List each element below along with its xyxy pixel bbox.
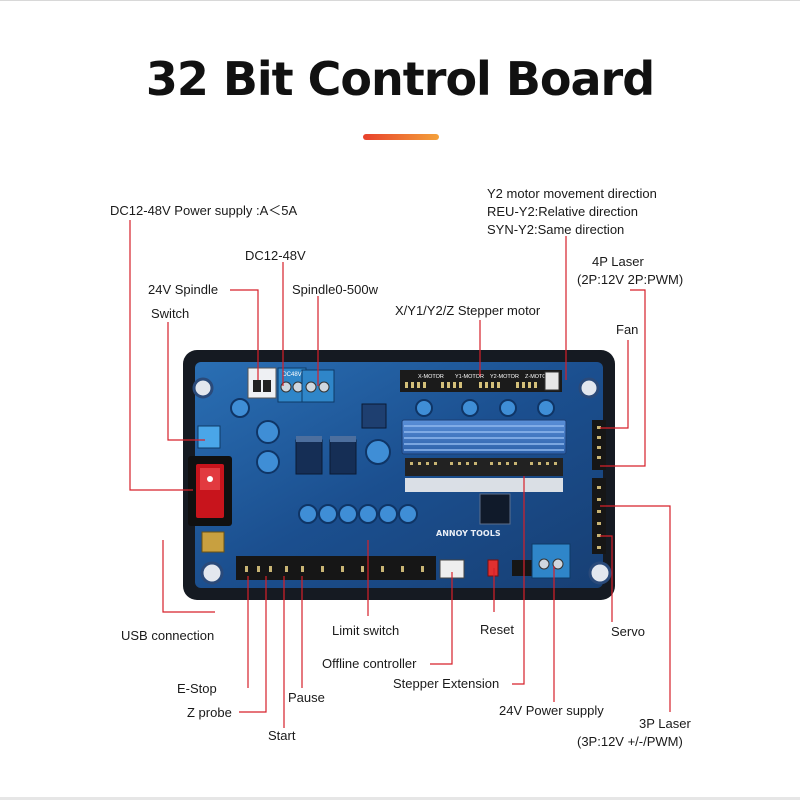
label-reset: Reset [480, 622, 514, 637]
label-estop: E-Stop [177, 681, 217, 696]
pcb [195, 362, 603, 588]
mounting-posts [192, 377, 612, 585]
right-side-headers [592, 420, 606, 554]
leader-fan [600, 340, 629, 429]
leader-offline [430, 572, 453, 665]
leader-servo [600, 535, 613, 622]
driver-heatsink [401, 419, 567, 455]
label-pause: Pause [288, 690, 325, 705]
label-start: Start [268, 728, 296, 743]
label-servo: Servo [611, 624, 645, 639]
label-reu-y2: REU-Y2:Relative direction [487, 204, 638, 219]
bottom-header-strip [236, 556, 465, 580]
label-spindle-power: Spindle0-500w [292, 282, 379, 297]
label-24v-spindle: 24V Spindle [148, 282, 218, 297]
label-limit-switch: Limit switch [332, 623, 399, 638]
motor-header-x: X-MOTOR [418, 374, 444, 380]
mcu-chip [479, 493, 511, 525]
label-power-supply: DC12-48V Power supply :A＜5A [110, 203, 297, 218]
motor-header-z: Z-MOTOR [525, 374, 551, 380]
label-3p-laser: 3P Laser [639, 716, 691, 731]
leader-3p-laser [600, 505, 671, 712]
bottom-divider [0, 797, 800, 800]
spindle-switch-terminal [247, 367, 277, 399]
label-4p-laser-detail: (2P:12V 2P:PWM) [577, 272, 683, 287]
label-24v-power: 24V Power supply [499, 703, 604, 718]
label-y2-direction: Y2 motor movement direction [487, 186, 657, 201]
power-24v-terminal [531, 543, 571, 579]
motor-header-y1: Y1-MOTOR [455, 374, 484, 380]
leader-lines [129, 220, 671, 728]
leader-usb [162, 540, 215, 613]
label-4p-laser: 4P Laser [592, 254, 644, 269]
leader-switch [167, 322, 205, 441]
label-zprobe: Z probe [187, 705, 232, 720]
stepper-extension-headers [405, 458, 563, 492]
label-usb: USB connection [121, 628, 214, 643]
power-switch [188, 456, 232, 526]
label-syn-y2: SYN-Y2:Same direction [487, 222, 624, 237]
label-fan: Fan [616, 322, 638, 337]
dc-terminal-text: DC48V [282, 372, 301, 378]
reset-button [487, 559, 499, 577]
leader-zprobe [239, 576, 267, 713]
labels: DC12-48V Power supply :A＜5A DC12-48V 24V… [110, 186, 691, 749]
top-divider [0, 0, 800, 1]
title-accent-bar [363, 134, 439, 140]
leader-stepper-ext [512, 476, 525, 685]
motor-header-y2: Y2-MOTOR [490, 374, 519, 380]
label-stepper-ext: Stepper Extension [393, 676, 499, 691]
control-board: DC48V X-MOTOR Y1-MOTOR Y2-MOTOR Z-MOTOR [183, 350, 615, 600]
capacitors [230, 398, 555, 524]
label-3p-laser-detail: (3P:12V +/-/PWM) [577, 734, 683, 749]
board-brand: ANNOY TOOLS [436, 529, 501, 538]
motor-header-strip: X-MOTOR Y1-MOTOR Y2-MOTOR Z-MOTOR [400, 370, 562, 392]
dc-input-terminal: DC48V [277, 367, 307, 403]
leader-power-supply [129, 220, 193, 491]
voltage-regulators [295, 403, 387, 475]
leader-4p-laser [600, 289, 646, 467]
spindle-switch-block [197, 425, 221, 449]
page-title: 32 Bit Control Board [145, 52, 655, 106]
label-stepper-motor: X/Y1/Y2/Z Stepper motor [395, 303, 541, 318]
label-dc-input: DC12-48V [245, 248, 306, 263]
label-offline: Offline controller [322, 656, 417, 671]
label-switch: Switch [151, 306, 189, 321]
usb-port [201, 531, 225, 553]
leader-24v-spindle [230, 289, 259, 380]
